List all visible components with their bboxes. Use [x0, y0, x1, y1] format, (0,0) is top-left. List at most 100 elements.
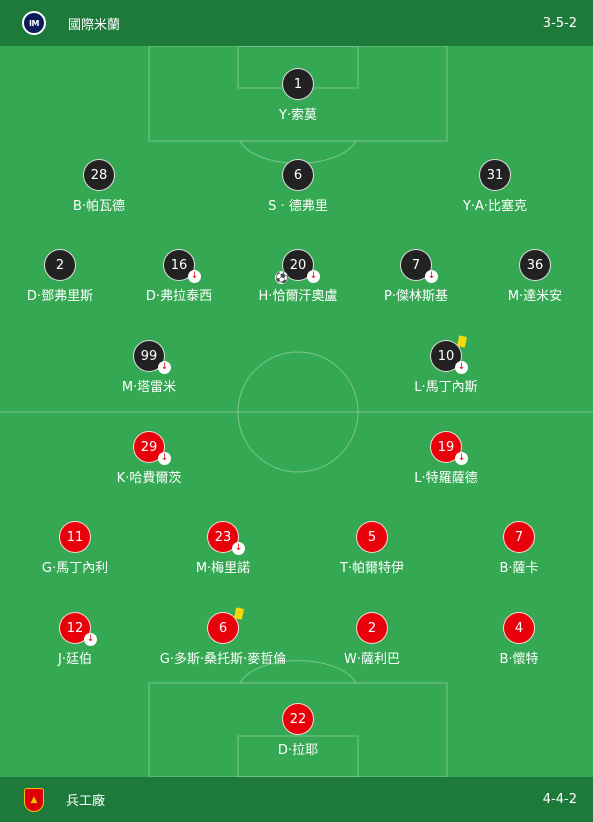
substituted-off-icon: ↓: [425, 270, 438, 283]
shirt-number-badge: 7: [503, 521, 535, 553]
shirt-number-badge: 6: [282, 159, 314, 191]
shirt-number: 20: [289, 257, 307, 273]
home-player[interactable]: 16↓ D·弗拉泰西: [99, 249, 259, 304]
home-team-bar: IM 國際米蘭 3-5-2: [0, 0, 593, 46]
home-player[interactable]: 20↓⚽ H·恰爾汗奧盧: [218, 249, 378, 304]
shirt-number-badge: 19↓: [430, 431, 468, 465]
player-name: W·薩利巴: [344, 652, 400, 667]
shirt-number: 28: [90, 167, 108, 183]
player-name: D·拉耶: [277, 743, 319, 758]
away-team-bar: ▲ 兵工廠 4-4-2: [0, 777, 593, 822]
shirt-number: 10: [437, 348, 455, 364]
shirt-number-badge: 29↓: [133, 431, 171, 465]
shirt-number: 2: [55, 257, 65, 273]
shirt-number-badge: 2: [44, 249, 76, 281]
player-name: H·恰爾汗奧盧: [258, 289, 338, 304]
shirt-number-badge: 4: [503, 612, 535, 644]
yellow-card-icon: [233, 607, 245, 620]
home-player[interactable]: 6 S · 德弗里: [218, 159, 378, 214]
player-name: B·懷特: [499, 652, 539, 667]
pitch-markings: [0, 46, 593, 777]
shirt-number-badge: 23↓: [207, 521, 245, 555]
shirt-number-badge: 36: [519, 249, 551, 281]
shirt-number: 99: [140, 348, 158, 364]
player-name: Y·索莫: [278, 108, 318, 123]
player-name: G·馬丁內利: [41, 561, 109, 576]
inter-crest-icon: IM: [22, 11, 46, 35]
home-player[interactable]: 99↓ M·塔雷米: [69, 340, 229, 395]
player-name: D·鄧弗里斯: [26, 289, 94, 304]
substituted-off-icon: ↓: [188, 270, 201, 283]
shirt-number: 11: [66, 529, 84, 545]
player-name: M·塔雷米: [121, 380, 177, 395]
shirt-number: 22: [289, 711, 307, 727]
shirt-number: 12: [66, 620, 84, 636]
shirt-number: 19: [437, 439, 455, 455]
away-player[interactable]: 29↓ K·哈費爾茨: [69, 431, 229, 486]
player-name: B·帕瓦德: [72, 199, 126, 214]
player-name: J·廷伯: [58, 652, 92, 667]
player-name: T·帕爾特伊: [339, 561, 405, 576]
shirt-number: 1: [293, 76, 303, 92]
shirt-number-badge: 2: [356, 612, 388, 644]
shirt-number-badge: 5: [356, 521, 388, 553]
substituted-off-icon: ↓: [455, 452, 468, 465]
shirt-number-badge: 10↓: [430, 335, 468, 374]
player-name: P·傑林斯基: [384, 289, 448, 304]
home-team-name: 國際米蘭: [68, 17, 121, 33]
substituted-off-icon: ↓: [158, 452, 171, 465]
away-player[interactable]: 23↓ M·梅里諾: [143, 521, 303, 576]
away-player[interactable]: 19↓ L·特羅薩德: [366, 431, 526, 486]
shirt-number-badge: 6: [207, 607, 245, 644]
shirt-number: 23: [214, 529, 232, 545]
shirt-number: 5: [367, 529, 377, 545]
shirt-number-badge: 7↓: [400, 249, 438, 283]
player-name: M·梅里諾: [195, 561, 251, 576]
shirt-number: 16: [170, 257, 188, 273]
shirt-number: 7: [411, 257, 421, 273]
shirt-number: 29: [140, 439, 158, 455]
player-name: L·特羅薩德: [414, 471, 478, 486]
player-name: K·哈費爾茨: [116, 471, 182, 486]
substituted-off-icon: ↓: [158, 361, 171, 374]
shirt-number: 7: [514, 529, 524, 545]
player-name: L·馬丁內斯: [414, 380, 478, 395]
away-player[interactable]: 12↓ J·廷伯: [0, 612, 155, 667]
shirt-number-badge: 1: [282, 68, 314, 100]
away-team-name: 兵工廠: [66, 794, 106, 809]
shirt-number: 6: [218, 620, 228, 636]
shirt-number-badge: 20↓⚽: [275, 249, 320, 284]
player-name: B·薩卡: [499, 561, 539, 576]
home-player[interactable]: 7↓P·傑林斯基: [336, 249, 496, 304]
player-name: D·弗拉泰西: [145, 289, 213, 304]
player-name: S · 德弗里: [268, 199, 328, 214]
home-formation: 3-5-2: [542, 15, 577, 31]
substituted-off-icon: ↓: [307, 270, 320, 283]
shirt-number-badge: 12↓: [59, 612, 97, 646]
shirt-number: 2: [367, 620, 377, 636]
arsenal-crest-icon: ▲: [24, 787, 44, 812]
shirt-number-badge: 11: [59, 521, 91, 553]
player-name: G·多斯·桑托斯·麥哲倫: [159, 652, 287, 667]
shirt-number-badge: 16↓: [163, 249, 201, 283]
home-player[interactable]: 10↓ L·馬丁內斯: [366, 335, 526, 395]
shirt-number: 36: [526, 257, 544, 273]
player-name: M·達米安: [507, 289, 563, 304]
shirt-number-badge: 31: [479, 159, 511, 191]
shirt-number-badge: 22: [282, 703, 314, 735]
shirt-number-badge: 28: [83, 159, 115, 191]
shirt-number: 31: [486, 167, 504, 183]
yellow-card-icon: [456, 335, 468, 348]
